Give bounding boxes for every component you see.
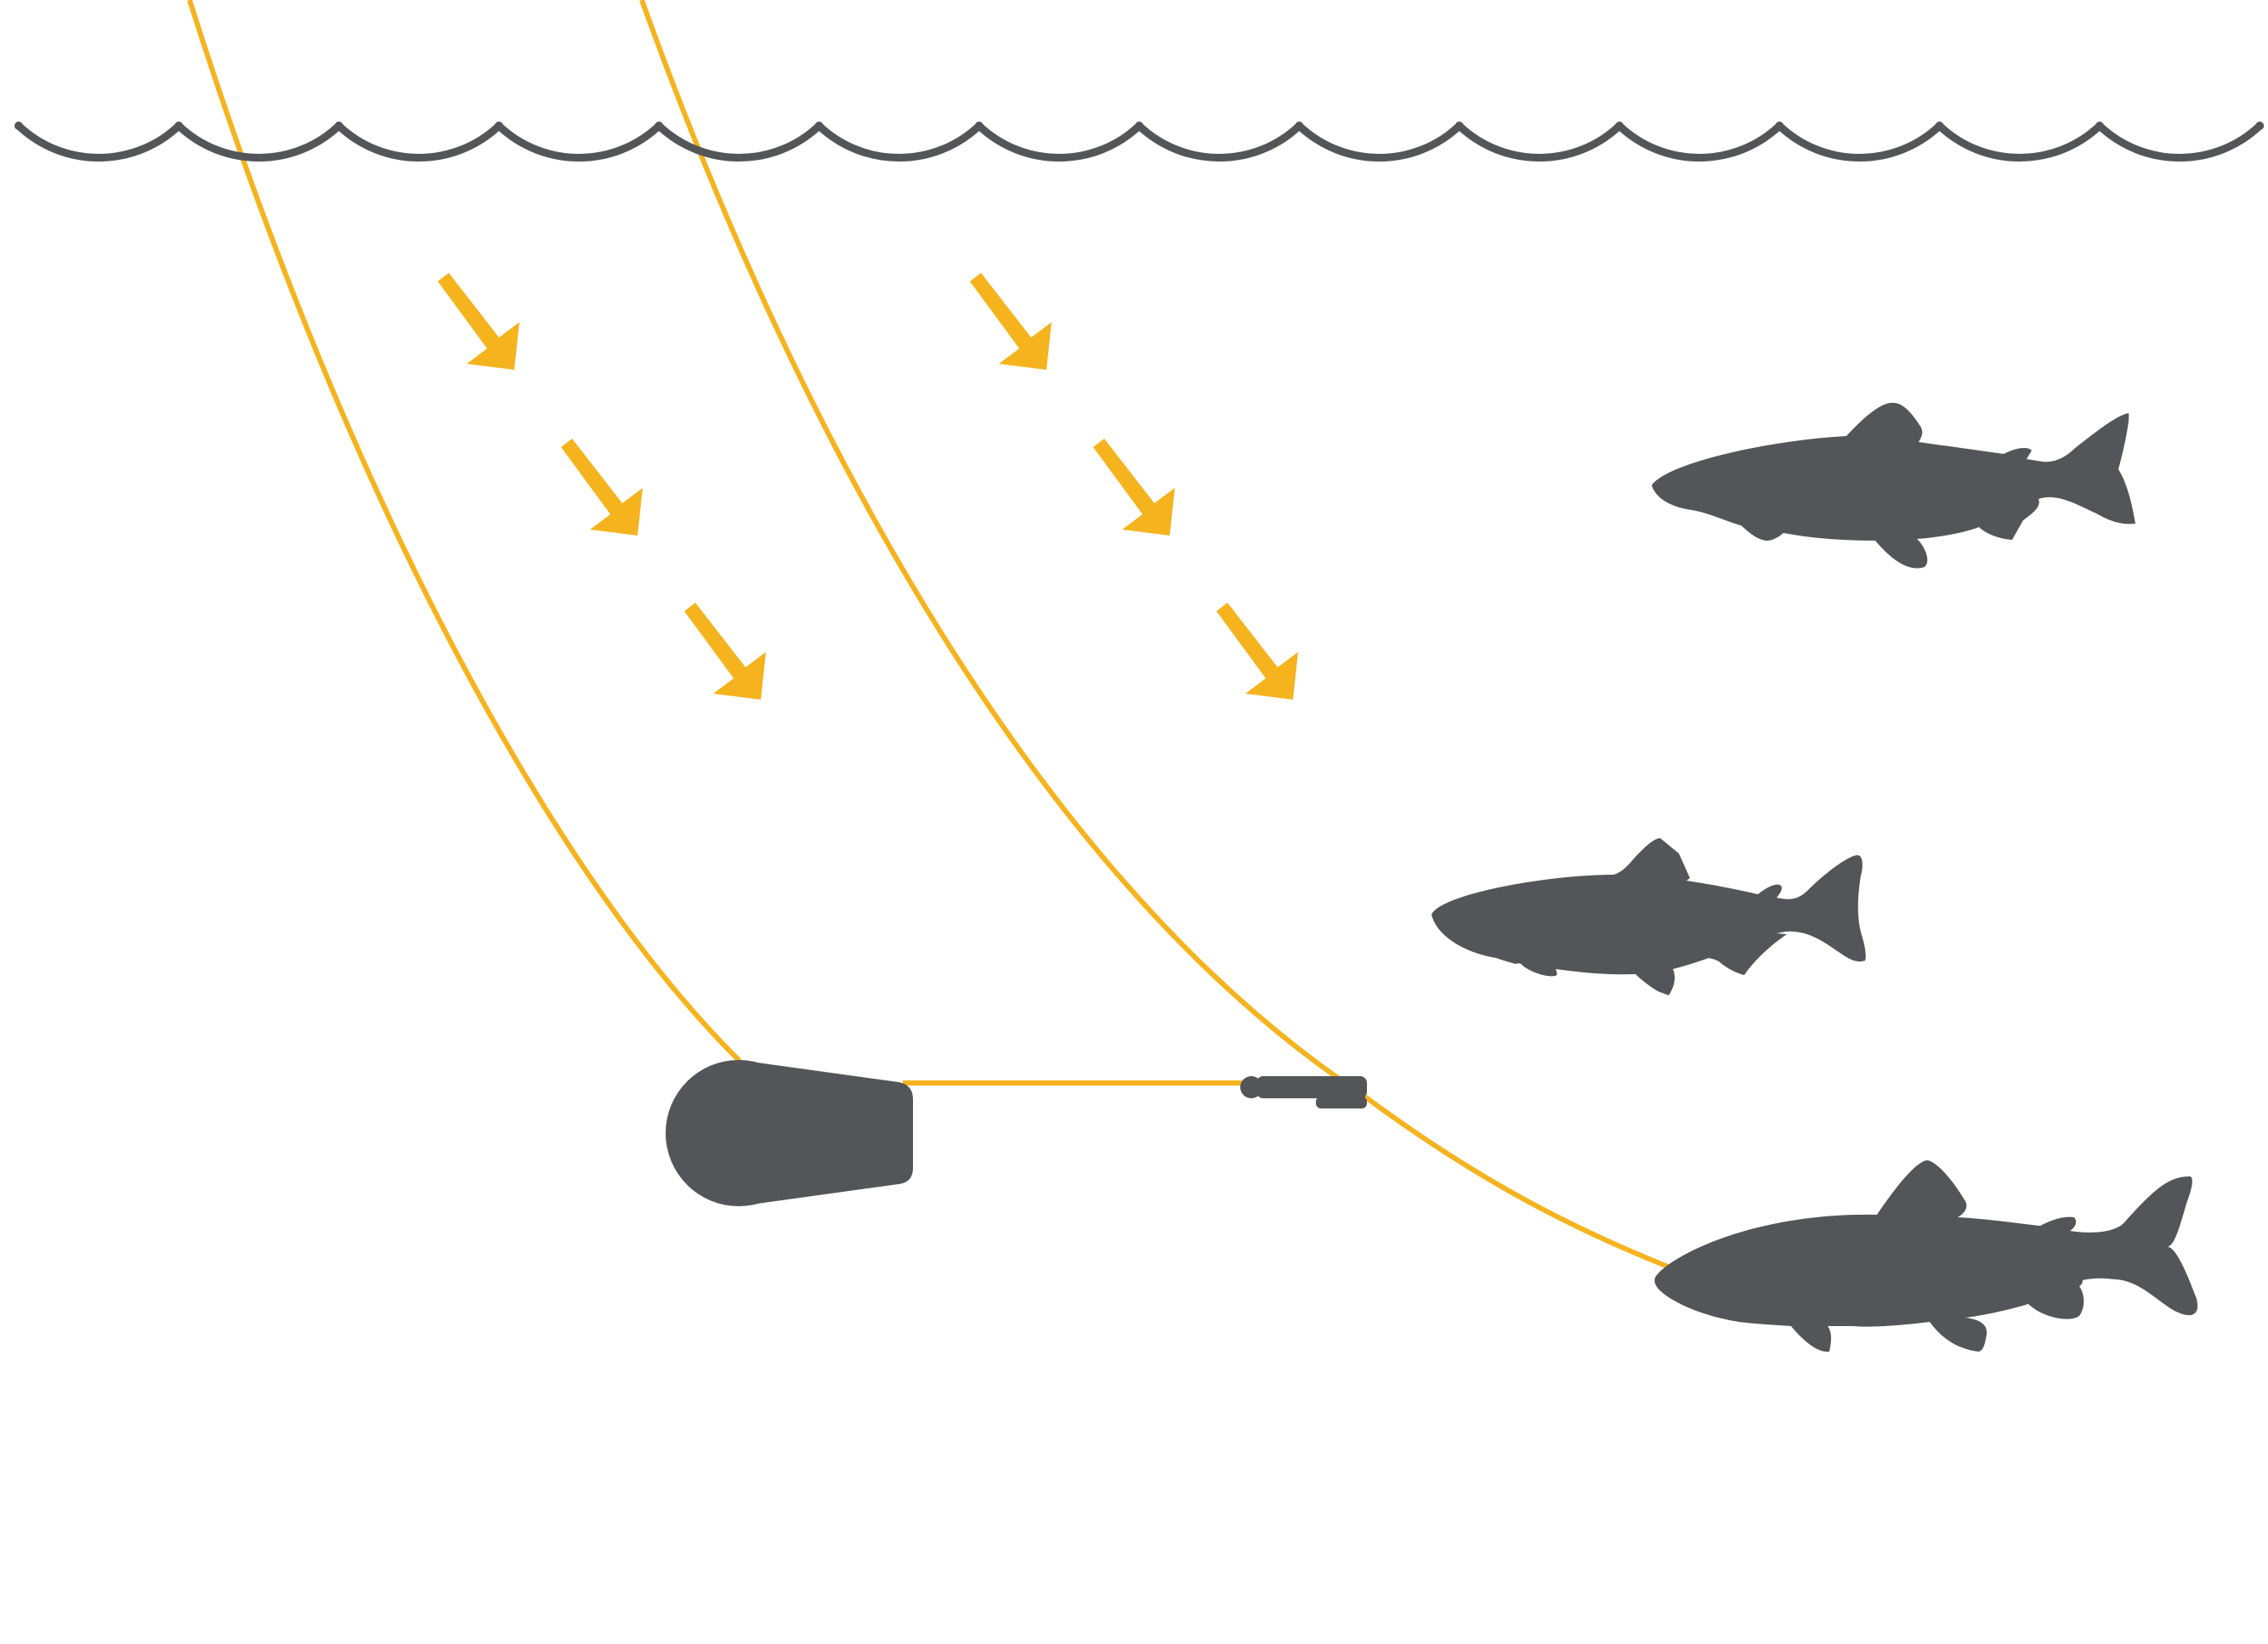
wave-crest-dot (1775, 122, 1784, 130)
sinking-arrows (438, 273, 1298, 700)
sink-arrow-icon (1216, 603, 1298, 700)
sink-arrow-icon (561, 439, 643, 536)
fish-lower (1654, 1159, 2198, 1352)
fishing-line-right (639, 0, 1670, 1269)
wave-crest-dot (1295, 122, 1304, 130)
wave-crest-dot (334, 122, 343, 130)
wave-crest-dot (814, 122, 824, 130)
wave-crest-dot (1135, 122, 1144, 130)
sink-arrow-icon (438, 273, 519, 370)
wave-crest-dot (655, 122, 664, 130)
sink-arrow-icon (684, 603, 766, 700)
fish-upper (1652, 402, 2135, 569)
water-surface (14, 122, 2265, 162)
wave-crest-dot (494, 122, 503, 130)
wave-crest-dot (974, 122, 984, 130)
wave-crest-dot (2255, 122, 2265, 130)
wave-crest-dot (174, 122, 184, 130)
wave-crest-dot (1615, 122, 1624, 130)
sink-arrow-icon (970, 273, 1052, 370)
water-wave-path (14, 122, 2264, 162)
wave-crest-dot (14, 122, 23, 130)
swivel-clip (1240, 1076, 1367, 1108)
sink-arrow-icon (1093, 439, 1175, 536)
wave-crest-dot (2095, 122, 2104, 130)
sinker-weight (666, 1060, 913, 1206)
fish-middle (1432, 838, 1866, 995)
fishing-line-left (187, 0, 742, 1063)
wave-crest-dot (1935, 122, 1944, 130)
wave-crest-dot (1454, 122, 1464, 130)
